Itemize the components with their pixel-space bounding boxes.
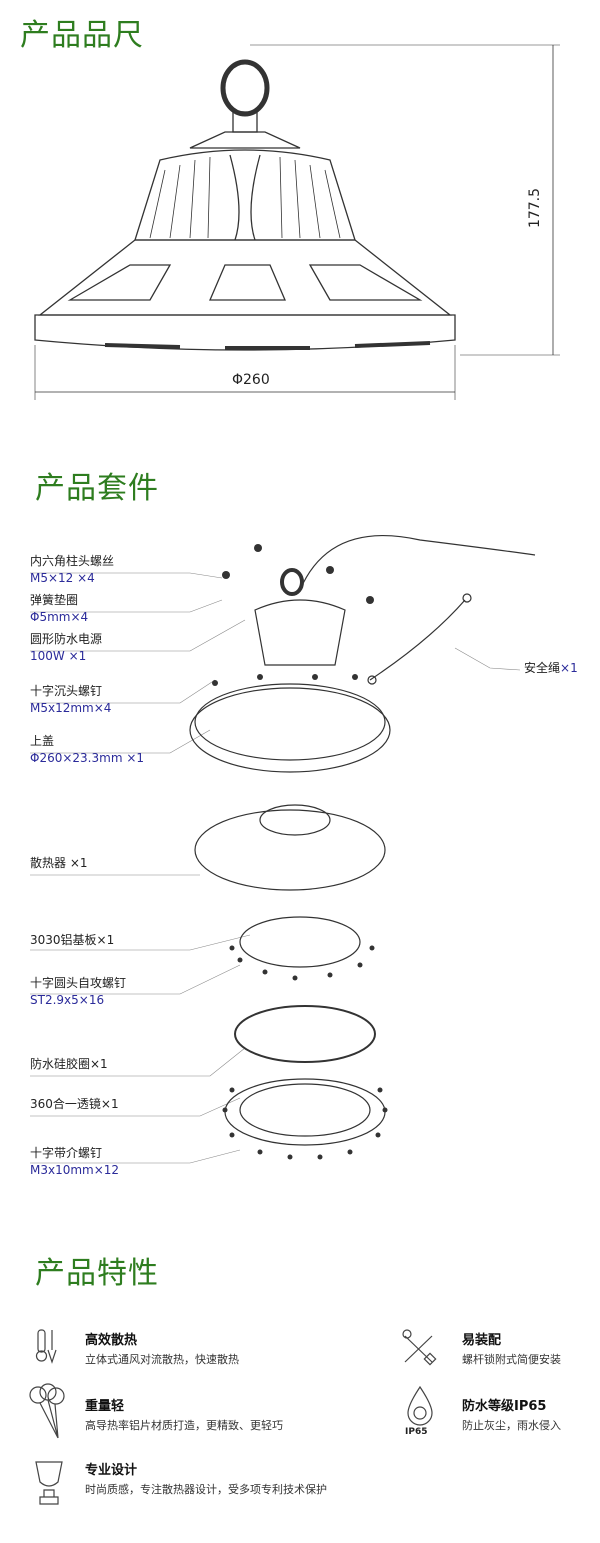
- feature-easy-assembly: 易装配螺杆锁附式简便安装: [462, 1329, 561, 1367]
- part-aluminum-board: 3030铝基板×1: [30, 932, 114, 949]
- tools-icon: [402, 1329, 437, 1366]
- part-silicone-ring: 防水硅胶圈×1: [30, 1056, 108, 1073]
- part-name: 内六角柱头螺丝: [30, 554, 115, 568]
- part-name: 十字沉头螺钉: [30, 684, 103, 698]
- thermometer-icon: [35, 1329, 57, 1364]
- part-name: 圆形防水电源: [30, 632, 103, 646]
- water-drop-icon: [407, 1385, 433, 1426]
- part-top-cover: 上盖 Φ260×23.3mm ×1: [30, 733, 144, 767]
- part-washer-screw: 十字带介螺钉 M3x10mm×12: [30, 1145, 119, 1179]
- part-power-supply: 圆形防水电源 100W ×1: [30, 631, 102, 665]
- feature-title: 防水等级IP65: [462, 1399, 547, 1414]
- ip65-badge: IP65: [405, 1427, 428, 1437]
- feature-waterproof: 防水等级IP65 防止灰尘，雨水侵入: [462, 1395, 561, 1433]
- diameter-dimension: Φ260: [232, 372, 270, 388]
- section-title-kit: 产品套件: [35, 471, 159, 506]
- feature-desc: 防止灰尘，雨水侵入: [462, 1419, 561, 1432]
- part-name: 360合一透镜×1: [30, 1097, 119, 1111]
- section-title-features: 产品特性: [35, 1256, 159, 1291]
- part-spec: M3x10mm×12: [30, 1163, 120, 1177]
- feature-desc: 立体式通风对流散热，快速散热: [85, 1353, 239, 1366]
- part-spec: M5x12mm×4: [30, 701, 112, 715]
- exploded-view-drawing: [30, 534, 536, 1164]
- part-spec: 100W ×1: [30, 649, 87, 663]
- part-safety-rope: 安全绳×1: [524, 660, 578, 677]
- part-hex-screw: 内六角柱头螺丝 M5×12 ×4: [30, 553, 114, 587]
- part-spec: Φ5mm×4: [30, 610, 89, 624]
- part-spec: ST2.9x5×16: [30, 993, 105, 1007]
- part-name: 安全绳: [524, 661, 561, 675]
- feature-title: 专业设计: [85, 1463, 138, 1478]
- part-spec: Φ260×23.3mm ×1: [30, 751, 145, 765]
- feature-lightweight: 重量轻高导热率铝片材质打造，更精致、更轻巧: [85, 1395, 283, 1433]
- part-spec: ×1: [560, 661, 578, 675]
- balloons-icon: [29, 1383, 65, 1439]
- feature-title: 重量轻: [85, 1399, 125, 1414]
- lamp-dimension-drawing: [34, 44, 560, 400]
- part-name: 3030铝基板×1: [30, 933, 115, 947]
- part-tapping-screw: 十字圆头自攻螺钉 ST2.9x5×16: [30, 975, 126, 1009]
- part-spec: M5×12 ×4: [30, 571, 95, 585]
- feature-title: 高效散热: [85, 1333, 138, 1348]
- part-lens: 360合一透镜×1: [30, 1096, 119, 1113]
- part-name: 散热器 ×1: [30, 856, 88, 870]
- feature-desc: 时尚质感，专注散热器设计，受多项专利技术保护: [85, 1483, 327, 1496]
- feature-desc: 螺杆锁附式简便安装: [462, 1353, 561, 1366]
- feature-desc: 高导热率铝片材质打造，更精致、更轻巧: [85, 1419, 283, 1432]
- feature-heat-dissipation: 高效散热立体式通风对流散热，快速散热: [85, 1329, 239, 1367]
- part-name: 上盖: [30, 734, 55, 748]
- feature-professional-design: 专业设计时尚质感，专注散热器设计，受多项专利技术保护: [85, 1459, 327, 1497]
- section-title-dimensions: 产品品尺: [20, 18, 144, 53]
- part-heatsink: 散热器 ×1: [30, 855, 88, 872]
- trophy-icon: [35, 1461, 63, 1505]
- part-name: 弹簧垫圈: [30, 593, 79, 607]
- part-spring-washer: 弹簧垫圈 Φ5mm×4: [30, 592, 88, 626]
- part-name: 十字带介螺钉: [30, 1146, 103, 1160]
- part-countersunk-screw: 十字沉头螺钉 M5x12mm×4: [30, 683, 111, 717]
- part-name: 十字圆头自攻螺钉: [30, 976, 127, 990]
- feature-title: 易装配: [462, 1333, 502, 1348]
- part-name: 防水硅胶圈×1: [30, 1057, 108, 1071]
